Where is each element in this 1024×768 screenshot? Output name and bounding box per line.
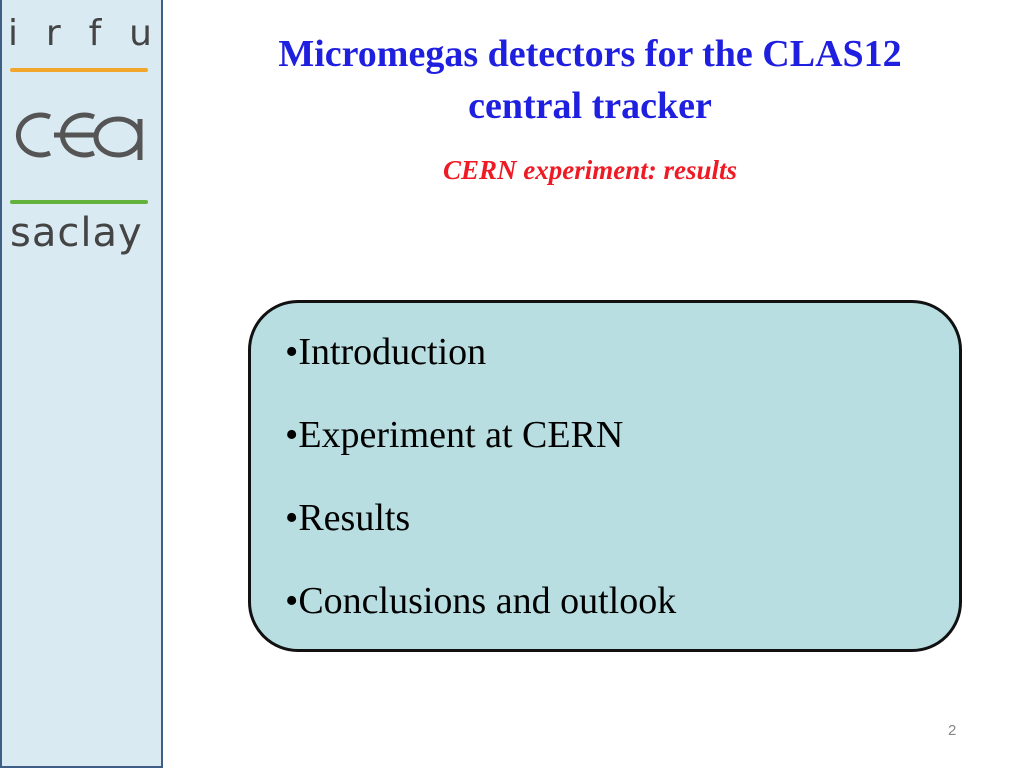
page-number: 2	[948, 722, 957, 739]
irfu-letter: r	[45, 13, 61, 54]
green-divider	[10, 200, 148, 204]
title-line-2: central tracker	[468, 85, 712, 127]
title-line-1: Micromegas detectors for the CLAS12	[278, 33, 902, 75]
slide-title: Micromegas detectors for the CLAS12 cent…	[195, 28, 985, 132]
outline-box: Introduction Experiment at CERN Results …	[248, 300, 962, 652]
cea-logo-icon	[15, 112, 143, 160]
outline-item-results: Results	[285, 497, 676, 539]
orange-divider	[10, 68, 148, 72]
outline-list: Introduction Experiment at CERN Results …	[285, 331, 676, 663]
irfu-letter: i	[8, 13, 19, 54]
irfu-letter: f	[88, 13, 102, 54]
irfu-logo: i r f u	[8, 12, 154, 56]
irfu-letter: u	[129, 13, 152, 54]
saclay-logo: saclay	[10, 210, 143, 256]
outline-item-introduction: Introduction	[285, 331, 676, 373]
logo-sidebar: i r f u saclay	[0, 0, 163, 768]
slide-subtitle: CERN experiment: results	[442, 155, 738, 185]
outline-item-experiment: Experiment at CERN	[285, 414, 676, 456]
outline-item-conclusions: Conclusions and outlook	[285, 580, 676, 622]
